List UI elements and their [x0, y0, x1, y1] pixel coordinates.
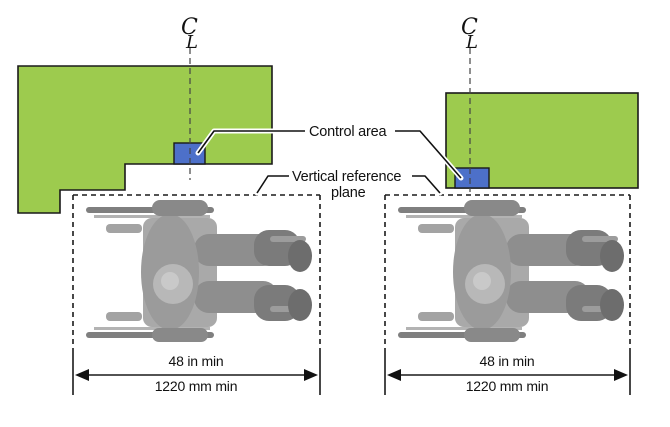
left-dimension-metric: 1220 mm min: [155, 378, 238, 394]
right-wall-plan: [445, 92, 639, 189]
left-centerline-symbol-c: C: [181, 15, 198, 40]
right-dimension-arrow-right: [614, 369, 628, 381]
right-control-area: [454, 167, 490, 189]
left-wall-plan: [17, 65, 273, 214]
left-wheelchair-figure: [86, 200, 312, 342]
left-dimension-arrow-left: [75, 369, 89, 381]
right-dimension-metric: 1220 mm min: [466, 378, 549, 394]
right-wheelchair-figure: [398, 200, 624, 342]
right-centerline-symbol-l: L: [465, 32, 478, 53]
left-dimension-imperial: 48 in min: [168, 353, 223, 369]
right-dimension-imperial: 48 in min: [479, 353, 534, 369]
control-area-leaders: [195, 128, 464, 181]
right-dimension-arrow-left: [387, 369, 401, 381]
reference-plane-leaders: [254, 173, 443, 196]
reference-plane-label-line2: plane: [331, 185, 366, 201]
left-dimension-arrow-right: [304, 369, 318, 381]
reference-plane-label-line1: Vertical reference: [292, 169, 401, 185]
control-area-label: Control area: [309, 124, 388, 140]
right-centerline-symbol-c: C: [461, 15, 478, 40]
left-centerline-symbol-l: L: [185, 32, 198, 53]
